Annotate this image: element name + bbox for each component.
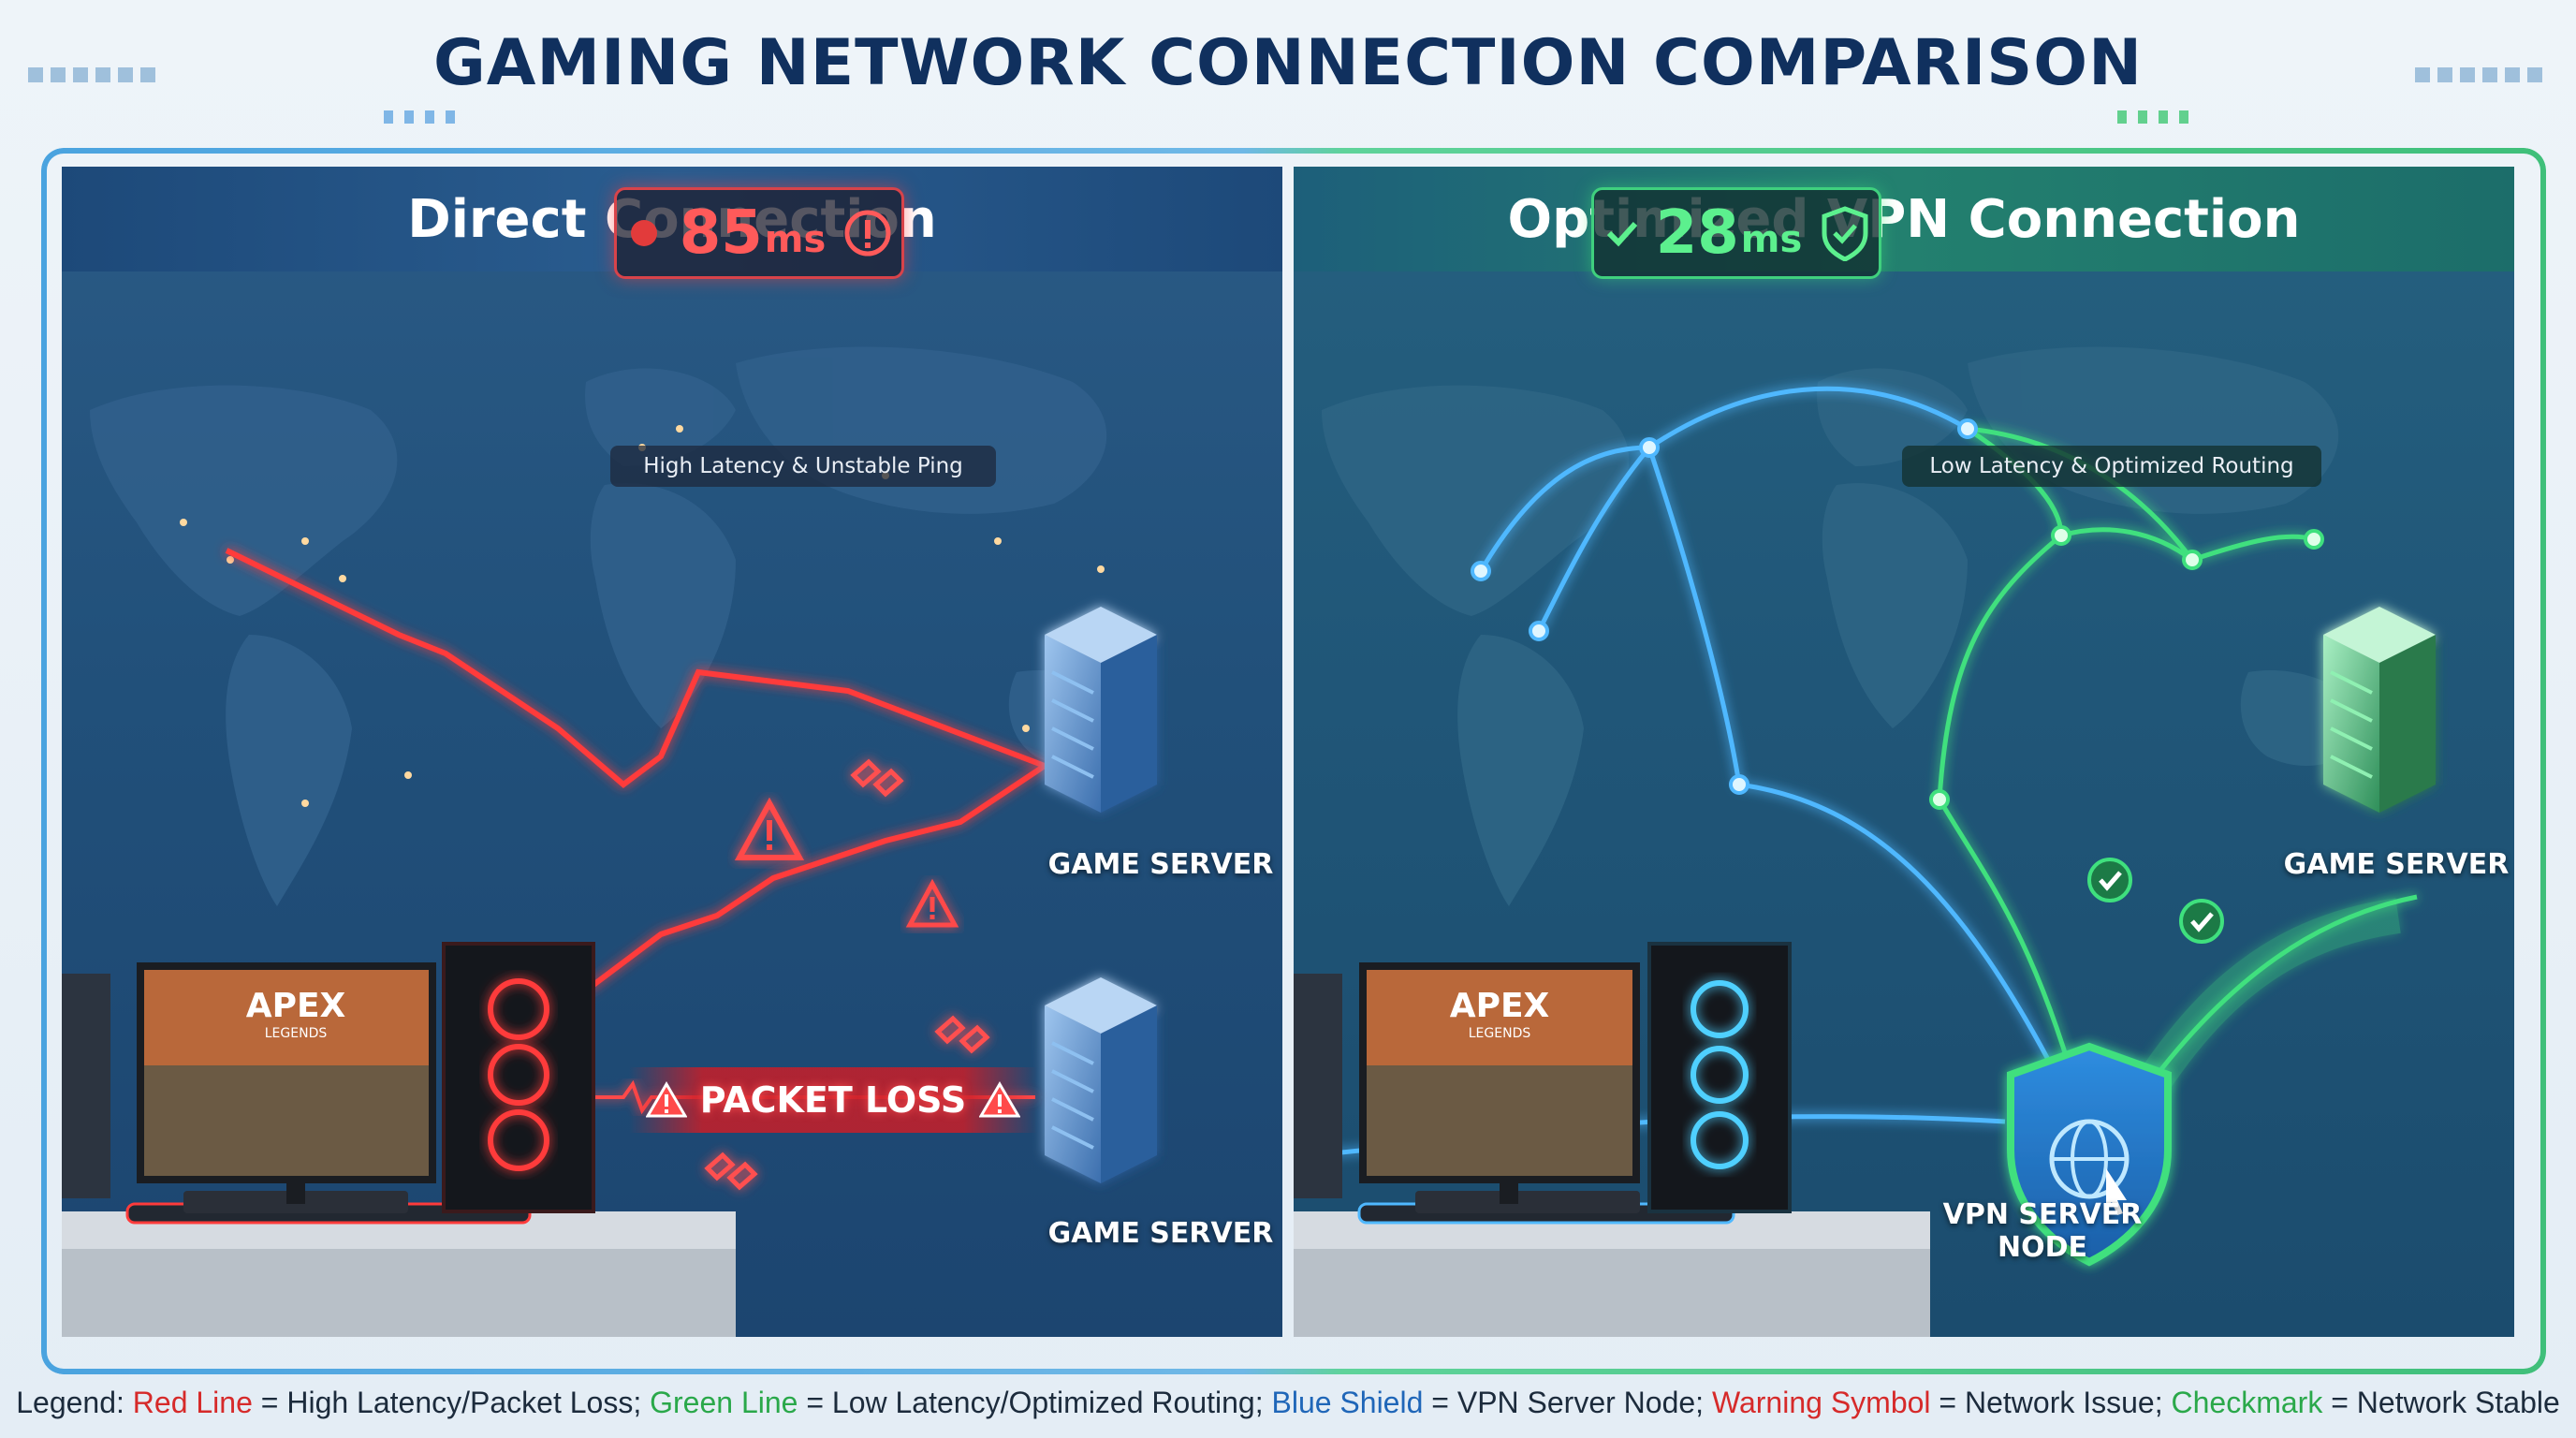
high-latency-route xyxy=(225,548,1046,788)
latency-value-direct: 85 xyxy=(679,198,763,268)
legend-warning-term: Warning Symbol xyxy=(1711,1386,1931,1419)
check-circle-icon xyxy=(2087,858,2132,902)
shield-globe-icon xyxy=(2007,1042,2172,1267)
packet-loss-banner: PACKET LOSS xyxy=(629,1067,1037,1133)
alert-circle-icon xyxy=(630,220,657,246)
latency-unit-vpn: ms xyxy=(1740,218,1803,261)
legend-check-desc: = Network Stable xyxy=(2322,1386,2560,1419)
server-rack-icon xyxy=(1045,977,1157,1183)
game-server-label-direct-top: GAME SERVER xyxy=(1047,848,1274,881)
game-server-label-direct-bottom: GAME SERVER xyxy=(1047,1217,1274,1250)
legend-blue-term: Blue Shield xyxy=(1271,1386,1424,1419)
latency-unit-direct: ms xyxy=(764,218,827,261)
header-deco-left xyxy=(28,67,159,82)
latency-value-vpn: 28 xyxy=(1655,198,1739,268)
page-title: GAMING NETWORK CONNECTION COMPARISON xyxy=(432,26,2143,100)
vpn-node-label-line1: VPN SERVER xyxy=(1942,1198,2143,1231)
world-map xyxy=(90,346,1138,906)
broken-link-icon xyxy=(704,758,990,1191)
server-rack-icon xyxy=(1045,607,1157,813)
game-screen-subtitle: LEGENDS xyxy=(1469,1026,1531,1041)
header-deco-right xyxy=(2415,67,2546,82)
game-server-label-vpn: GAME SERVER xyxy=(2283,848,2510,881)
legend-green-desc: = Low Latency/Optimized Routing; xyxy=(798,1386,1272,1419)
check-icon xyxy=(1606,221,1637,247)
high-latency-route-lower xyxy=(584,763,1046,993)
alert-circle-icon xyxy=(844,210,891,257)
latency-badge-vpn: 28 ms xyxy=(1591,187,1881,279)
world-map xyxy=(1322,346,2370,906)
legend-green-term: Green Line xyxy=(650,1386,798,1419)
legend-red-desc: = High Latency/Packet Loss; xyxy=(252,1386,651,1419)
vpn-node-label-line2: NODE xyxy=(1997,1231,2087,1264)
shield-check-icon xyxy=(1822,206,1868,261)
route-nodes xyxy=(1471,418,1978,795)
legend: Legend: Red Line = High Latency/Packet L… xyxy=(0,1386,2576,1420)
warning-triangle-icon xyxy=(979,1081,1021,1118)
latency-caption-direct: High Latency & Unstable Ping xyxy=(610,446,996,487)
vpn-connection-scene: APEX LEGENDS xyxy=(1294,346,2436,1337)
check-circle-icon xyxy=(2179,899,2224,944)
route-nodes-green xyxy=(1929,525,2324,810)
header-chevron-left xyxy=(384,110,459,124)
latency-caption-vpn: Low Latency & Optimized Routing xyxy=(1902,446,2321,487)
game-screen-title: APEX xyxy=(246,987,346,1025)
legend-warning-desc: = Network Issue; xyxy=(1930,1386,2172,1419)
direct-connection-scene: APEX LEGENDS xyxy=(62,346,1157,1337)
legend-check-term: Checkmark xyxy=(2171,1386,2323,1419)
header-chevron-right xyxy=(2117,110,2192,124)
warning-triangle-icon xyxy=(734,797,805,860)
gaming-setup xyxy=(1294,942,1930,1337)
legend-blue-desc: = VPN Server Node; xyxy=(1423,1386,1712,1419)
game-screen-subtitle: LEGENDS xyxy=(265,1026,328,1041)
direct-connection-panel: Direct Connection xyxy=(62,167,1282,1337)
game-screen-title: APEX xyxy=(1450,987,1550,1025)
legend-prefix: Legend: xyxy=(16,1386,133,1419)
latency-badge-direct: 85 ms xyxy=(614,187,904,279)
server-rack-icon xyxy=(2323,607,2436,813)
warning-triangle-icon xyxy=(905,878,959,928)
vpn-connection-panel: Optimized VPN Connection xyxy=(1294,167,2514,1337)
legend-red-term: Red Line xyxy=(132,1386,253,1419)
vpn-node-label: VPN SERVER NODE xyxy=(1921,1198,2164,1264)
gaming-setup xyxy=(62,942,736,1337)
packet-loss-label: PACKET LOSS xyxy=(699,1079,967,1121)
warning-triangle-icon xyxy=(645,1081,687,1118)
